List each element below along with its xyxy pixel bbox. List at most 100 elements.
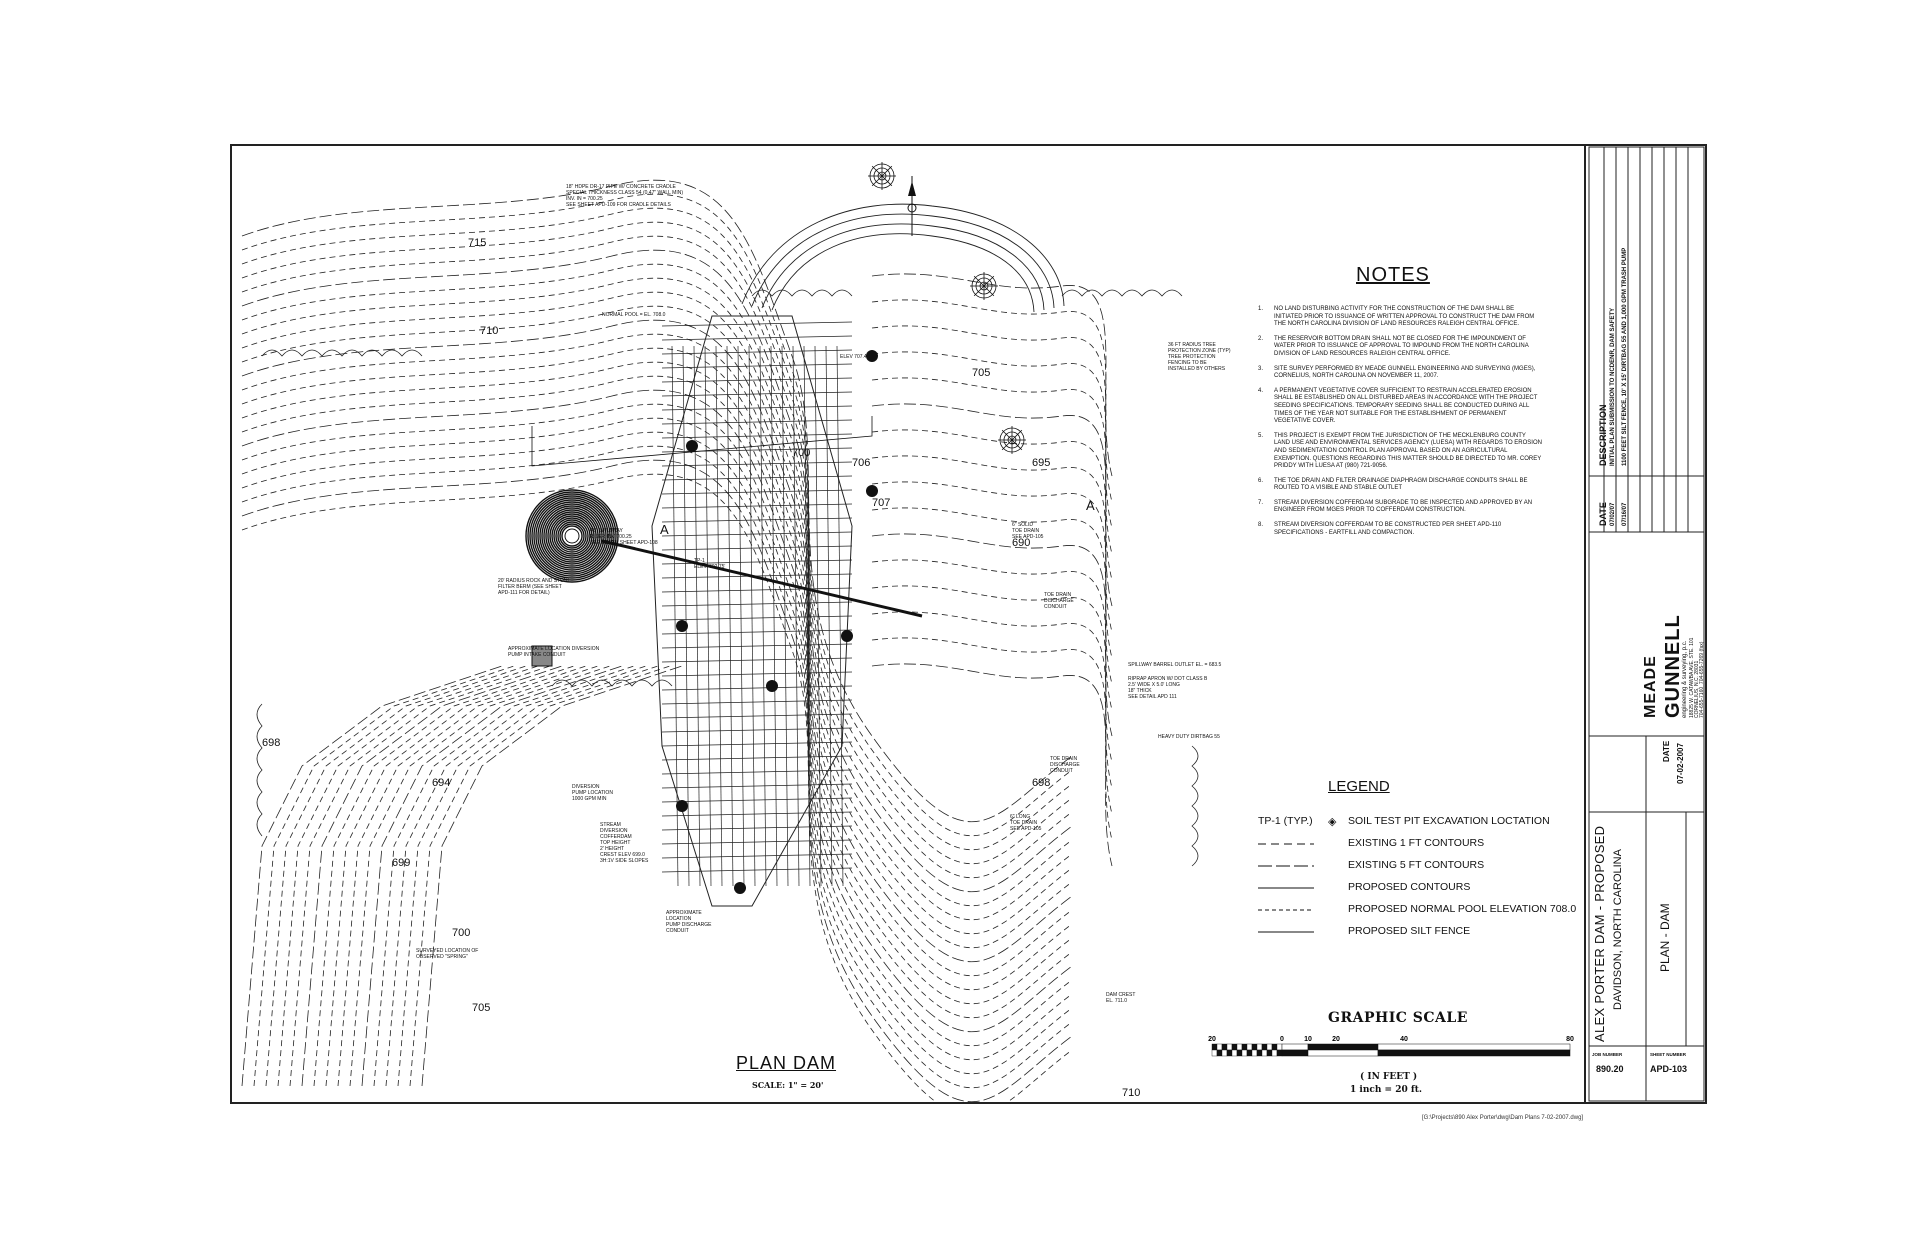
contour-line (241, 473, 1073, 1102)
note-number: 5. (1258, 432, 1264, 439)
plan-scale: SCALE: 1" = 20' (752, 1080, 824, 1090)
filter-berm-ring (549, 513, 595, 559)
contour-label: 707 (872, 497, 890, 509)
scale-bar-segment (1226, 1049, 1233, 1057)
test-pit-marker (676, 620, 688, 632)
dam-hatch-line (661, 741, 853, 747)
contour-label: 698 (1032, 777, 1050, 789)
dam-hatch-line (661, 377, 853, 383)
scale-bar-segment (1251, 1043, 1258, 1051)
scale-tick-label: 0 (1280, 1036, 1284, 1043)
sheet-border (230, 144, 1707, 1104)
drawing-frame (230, 144, 1586, 1104)
contour-line (871, 403, 1113, 607)
callout-tp1: TP-1 ELEV. 692.75' (694, 558, 726, 570)
contour-line (241, 347, 1073, 990)
contour-label: 690 (1012, 537, 1030, 549)
note-text: THE TOE DRAIN AND FILTER DRAINAGE DIAPHR… (1274, 477, 1528, 492)
filter-berm-ring (559, 523, 585, 549)
scale-bar-segment (1216, 1043, 1223, 1051)
legend-line-symbol (1258, 903, 1322, 917)
title-block-grid (1588, 146, 1705, 1102)
dam-hatch-line (792, 345, 800, 887)
rev-1-date: 07/02/07 (1610, 502, 1616, 526)
contour-line (337, 665, 599, 1087)
filter-berm-ring (537, 501, 607, 571)
test-pit-marker (841, 630, 853, 642)
tree-icon (1001, 429, 1013, 441)
dam-hatch-line (661, 643, 853, 649)
dam-hatch-line (671, 345, 679, 887)
dam-hatch-line (682, 345, 690, 887)
contour-line (871, 559, 1113, 763)
callout-toe-drain-1: 6" SOLID TOE DRAIN SEE APD-105 (1012, 522, 1044, 540)
contour-label: 705 (472, 1002, 490, 1014)
rev-2-description: 1100 FEET SILT FENCE, 10' X 15' DIRTBAG … (1622, 247, 1628, 466)
tree-icon (1001, 439, 1013, 451)
contour-line (871, 663, 1113, 867)
dam-hatch-line (661, 783, 853, 789)
contour-line (241, 277, 1073, 920)
filter-berm-ring (555, 519, 589, 553)
contour-line (871, 377, 1113, 581)
dam-hatch-line (661, 657, 853, 663)
tree-icon (871, 175, 883, 187)
contour-line (241, 403, 1073, 1046)
filter-berm-ring (561, 525, 583, 547)
contour-line (241, 207, 1073, 850)
contour-line (871, 429, 1113, 633)
test-pit-icon: ◈ (1328, 816, 1337, 828)
file-path: [G:\Projects\890 Alex Porter\dwg\Dam Pla… (1422, 1115, 1584, 1121)
dam-hatch-line (661, 503, 853, 509)
contour-line (241, 459, 1073, 1102)
scale-tick-label: 20 (1332, 1036, 1340, 1043)
dam-outline (651, 315, 853, 907)
contour-line (385, 665, 647, 1087)
dam-hatch-line (803, 345, 811, 887)
dam-embankment (651, 315, 853, 907)
scale-tick-label: 10 (1304, 1036, 1312, 1043)
plan-title: PLAN DAM (736, 1053, 837, 1073)
note-text: STREAM DIVERSION COFFERDAM TO BE CONSTRU… (1274, 522, 1502, 536)
contour-line (241, 305, 1073, 948)
contour-line (241, 417, 1073, 1060)
dam-hatch-line (737, 345, 745, 887)
scale-bar-segment (1236, 1043, 1243, 1051)
note-item: 1.NO LAND DISTURBING ACTIVITY FOR THE CO… (1258, 306, 1543, 329)
filter-berm-ring (525, 489, 619, 583)
north-arrow-icon (907, 176, 917, 236)
filter-berm-ring (553, 517, 591, 555)
legend-label: PROPOSED NORMAL POOL ELEVATION 708.0 (1348, 903, 1577, 915)
date-label: DATE (1662, 740, 1671, 762)
note-item: 4.A PERMANENT VEGETATIVE COVER SUFFICIEN… (1258, 388, 1543, 426)
note-item: 3.SITE SURVEY PERFORMED BY MEADE GUNNELL… (1258, 366, 1543, 381)
filter-berm-ring (547, 511, 597, 561)
test-pit-marker (734, 882, 746, 894)
legend-title: LEGEND (1328, 778, 1390, 795)
diversion-pump-marker (531, 645, 553, 667)
callout-diversion-intake: APPROXIMATE LOCATION DIVERSION PUMP INTA… (508, 646, 600, 658)
sheet-label: SHEET NUMBER (1650, 1052, 1687, 1057)
contour-label: 699 (392, 857, 410, 869)
filter-berm-ring (527, 491, 617, 581)
dam-hatch-line (814, 345, 822, 887)
scale-bar-segment (1256, 1049, 1263, 1057)
dam-hatch-line (661, 615, 853, 621)
note-text: THE RESERVOIR BOTTOM DRAIN SHALL NOT BE … (1274, 335, 1529, 357)
note-text: STREAM DIVERSION COFFERDAM SUBGRADE TO B… (1274, 499, 1533, 514)
contour-line (277, 665, 539, 1087)
graphic-scale-ratio: 1 inch = 20 ft. (1350, 1085, 1423, 1095)
legend-label: PROPOSED SILT FENCE (1348, 925, 1471, 937)
scale-bar-segment (1377, 1043, 1571, 1051)
scale-bar-segment (1241, 1043, 1248, 1051)
dam-hatch-line (661, 517, 853, 523)
callout-approx-location: APPROXIMATE LOCATION PUMP DISCHARGE COND… (666, 910, 712, 934)
filter-berm-ring (551, 515, 593, 557)
contour-lines (241, 179, 1113, 1102)
dam-hatch-line (661, 419, 853, 425)
rev-date-header: DATE (1598, 502, 1608, 526)
contour-line (241, 291, 1073, 934)
dam-hatch-line (661, 601, 853, 607)
contour-line (253, 665, 515, 1087)
dam-hatch-line (661, 433, 853, 439)
